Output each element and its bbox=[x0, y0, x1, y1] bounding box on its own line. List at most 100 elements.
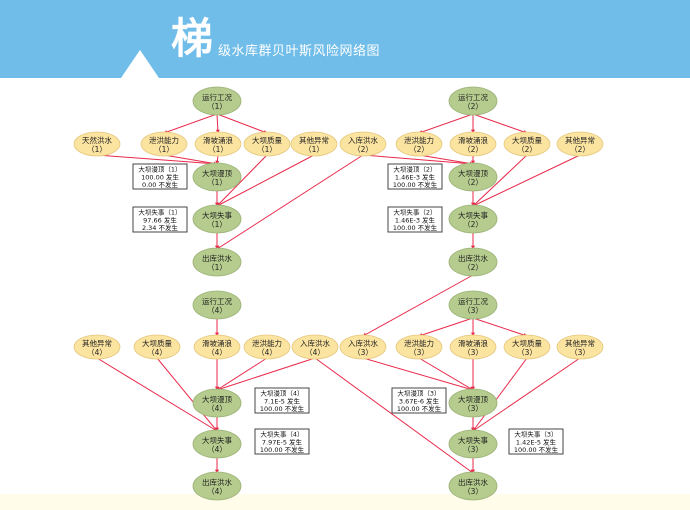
probability-box-frame bbox=[132, 206, 188, 233]
probability-not-occur: 100.00 不发生 bbox=[260, 404, 305, 413]
edge-dbzl4-to-dbss4 bbox=[156, 357, 218, 432]
node-xhnl2[interactable]: 泄洪能力（2） bbox=[395, 131, 443, 157]
node-shape bbox=[339, 334, 387, 360]
node-dbzl1[interactable]: 大坝质量（1） bbox=[243, 131, 291, 157]
node-label: 运行工况 bbox=[458, 296, 488, 306]
edge-trhs1-to-dbmd1 bbox=[96, 154, 218, 166]
node-index: （1） bbox=[208, 145, 228, 154]
node-dbzl2[interactable]: 大坝质量（2） bbox=[503, 131, 551, 157]
probability-not-occur: 2.34 不发生 bbox=[142, 223, 179, 232]
node-index: （1） bbox=[87, 145, 107, 154]
node-shape bbox=[395, 334, 443, 360]
node-index: （3） bbox=[463, 404, 483, 413]
node-index: （4） bbox=[207, 445, 227, 454]
node-shape bbox=[192, 290, 242, 320]
node-dbmd2[interactable]: 大坝漫顶（2） bbox=[448, 162, 498, 192]
node-dbzl3[interactable]: 大坝质量（3） bbox=[503, 334, 551, 360]
node-label: 大坝质量 bbox=[512, 338, 542, 348]
node-index: （3） bbox=[353, 348, 373, 357]
node-index: （1） bbox=[257, 145, 277, 154]
node-hpyy2[interactable]: 滑坡涌浪（2） bbox=[449, 131, 497, 157]
edge-hpyy1-to-dbmd1 bbox=[215, 154, 220, 165]
node-index: （1） bbox=[207, 178, 227, 187]
node-rkhs4[interactable]: 入库洪水（4） bbox=[291, 334, 339, 360]
node-qtyc2[interactable]: 其他异常（2） bbox=[556, 131, 604, 157]
node-yx1[interactable]: 运行工况（1） bbox=[192, 86, 242, 116]
node-dbzl4[interactable]: 大坝质量（4） bbox=[133, 334, 181, 360]
node-dbmd3[interactable]: 大坝漫顶（3） bbox=[448, 388, 498, 418]
node-hpyy1[interactable]: 滑坡涌浪（1） bbox=[194, 131, 242, 157]
probability-not-occur: 100.00 不发生 bbox=[260, 445, 305, 454]
node-index: （2） bbox=[463, 102, 483, 111]
node-dbss2[interactable]: 大坝失事（2） bbox=[448, 204, 498, 234]
edges-layer bbox=[96, 113, 581, 474]
node-label: 出库洪水 bbox=[202, 253, 232, 263]
edge-qtyc4-to-dbss4 bbox=[96, 357, 218, 432]
node-label: 大坝失事 bbox=[202, 210, 232, 220]
node-shape bbox=[448, 247, 498, 277]
probability-not-occur: 0.00 不发生 bbox=[142, 180, 179, 189]
node-hpyy3[interactable]: 滑坡涌浪（3） bbox=[449, 334, 497, 360]
node-index: （4） bbox=[147, 348, 167, 357]
node-yx2[interactable]: 运行工况（2） bbox=[448, 86, 498, 116]
node-index: （3） bbox=[409, 348, 429, 357]
edge-xhnl2-to-dbmd2 bbox=[418, 154, 474, 166]
node-dbss1[interactable]: 大坝失事（1） bbox=[192, 204, 242, 234]
node-label: 出库洪水 bbox=[458, 477, 488, 487]
node-label: 泄洪能力 bbox=[404, 338, 434, 348]
node-shape bbox=[448, 86, 498, 116]
node-label: 大坝漫顶 bbox=[202, 168, 232, 178]
edge-rkhs3-to-dbmd3 bbox=[362, 357, 474, 391]
node-shape bbox=[192, 86, 242, 116]
node-index: （2） bbox=[570, 145, 590, 154]
node-dbss4[interactable]: 大坝失事（4） bbox=[192, 429, 242, 459]
node-shape bbox=[194, 131, 242, 157]
node-index: （1） bbox=[154, 145, 174, 154]
node-xhnl1[interactable]: 泄洪能力（1） bbox=[140, 131, 188, 157]
node-index: （4） bbox=[87, 348, 107, 357]
probability-not-occur: 100.00 不发生 bbox=[393, 223, 438, 232]
node-qtyc4[interactable]: 其他异常（4） bbox=[73, 334, 121, 360]
node-ckhs3[interactable]: 出库洪水（3） bbox=[448, 471, 498, 501]
title-initial: 梯 bbox=[171, 14, 214, 63]
node-index: （3） bbox=[463, 487, 483, 496]
node-yx4[interactable]: 运行工况（4） bbox=[192, 290, 242, 320]
node-xhnl3[interactable]: 泄洪能力（3） bbox=[395, 334, 443, 360]
node-shape bbox=[192, 162, 242, 192]
node-dbss3[interactable]: 大坝失事（3） bbox=[448, 429, 498, 459]
node-label: 天然洪水 bbox=[82, 135, 112, 145]
node-shape bbox=[395, 131, 443, 157]
node-label: 其他异常 bbox=[299, 135, 329, 145]
node-dbmd4[interactable]: 大坝漫顶（4） bbox=[192, 388, 242, 418]
node-hpyy4[interactable]: 滑坡涌浪（4） bbox=[193, 334, 241, 360]
node-qtyc3[interactable]: 其他异常（3） bbox=[556, 334, 604, 360]
node-yx3[interactable]: 运行工况（3） bbox=[448, 290, 498, 320]
node-ckhs1[interactable]: 出库洪水（1） bbox=[192, 247, 242, 277]
probability-title: 大坝漫顶（2） bbox=[393, 165, 436, 174]
node-shape bbox=[73, 131, 121, 157]
node-shape bbox=[503, 334, 551, 360]
node-ckhs2[interactable]: 出库洪水（2） bbox=[448, 247, 498, 277]
probability-box-frame bbox=[254, 428, 310, 455]
node-trhs1[interactable]: 天然洪水（1） bbox=[73, 131, 121, 157]
node-label: 出库洪水 bbox=[202, 477, 232, 487]
node-index: （2） bbox=[517, 145, 537, 154]
node-rkhs2[interactable]: 入库洪水（2） bbox=[339, 131, 387, 157]
edge-xhnl4-to-dbmd4 bbox=[216, 357, 268, 391]
edge-yx2-to-xhnl2 bbox=[418, 113, 474, 134]
node-shape bbox=[448, 204, 498, 234]
node-rkhs3[interactable]: 入库洪水（3） bbox=[339, 334, 387, 360]
node-label: 其他异常 bbox=[565, 338, 595, 348]
edge-rkhs4-to-ckhs3 bbox=[314, 357, 474, 474]
node-dbmd1[interactable]: 大坝漫顶（1） bbox=[192, 162, 242, 192]
probability-box-dbmd1: 大坝漫顶（1）100.00 发生0.00 不发生 bbox=[132, 163, 188, 190]
edge-yx1-to-hpyy1 bbox=[215, 113, 220, 134]
node-qtyc1[interactable]: 其他异常（1） bbox=[290, 131, 338, 157]
node-label: 大坝质量 bbox=[512, 135, 542, 145]
node-label: 滑坡涌浪 bbox=[202, 338, 232, 348]
node-ckhs4[interactable]: 出库洪水（4） bbox=[192, 471, 242, 501]
node-label: 大坝失事 bbox=[458, 435, 488, 445]
node-xhnl4[interactable]: 泄洪能力（4） bbox=[243, 334, 291, 360]
probability-occur: 7.97E-5 发生 bbox=[262, 438, 303, 447]
